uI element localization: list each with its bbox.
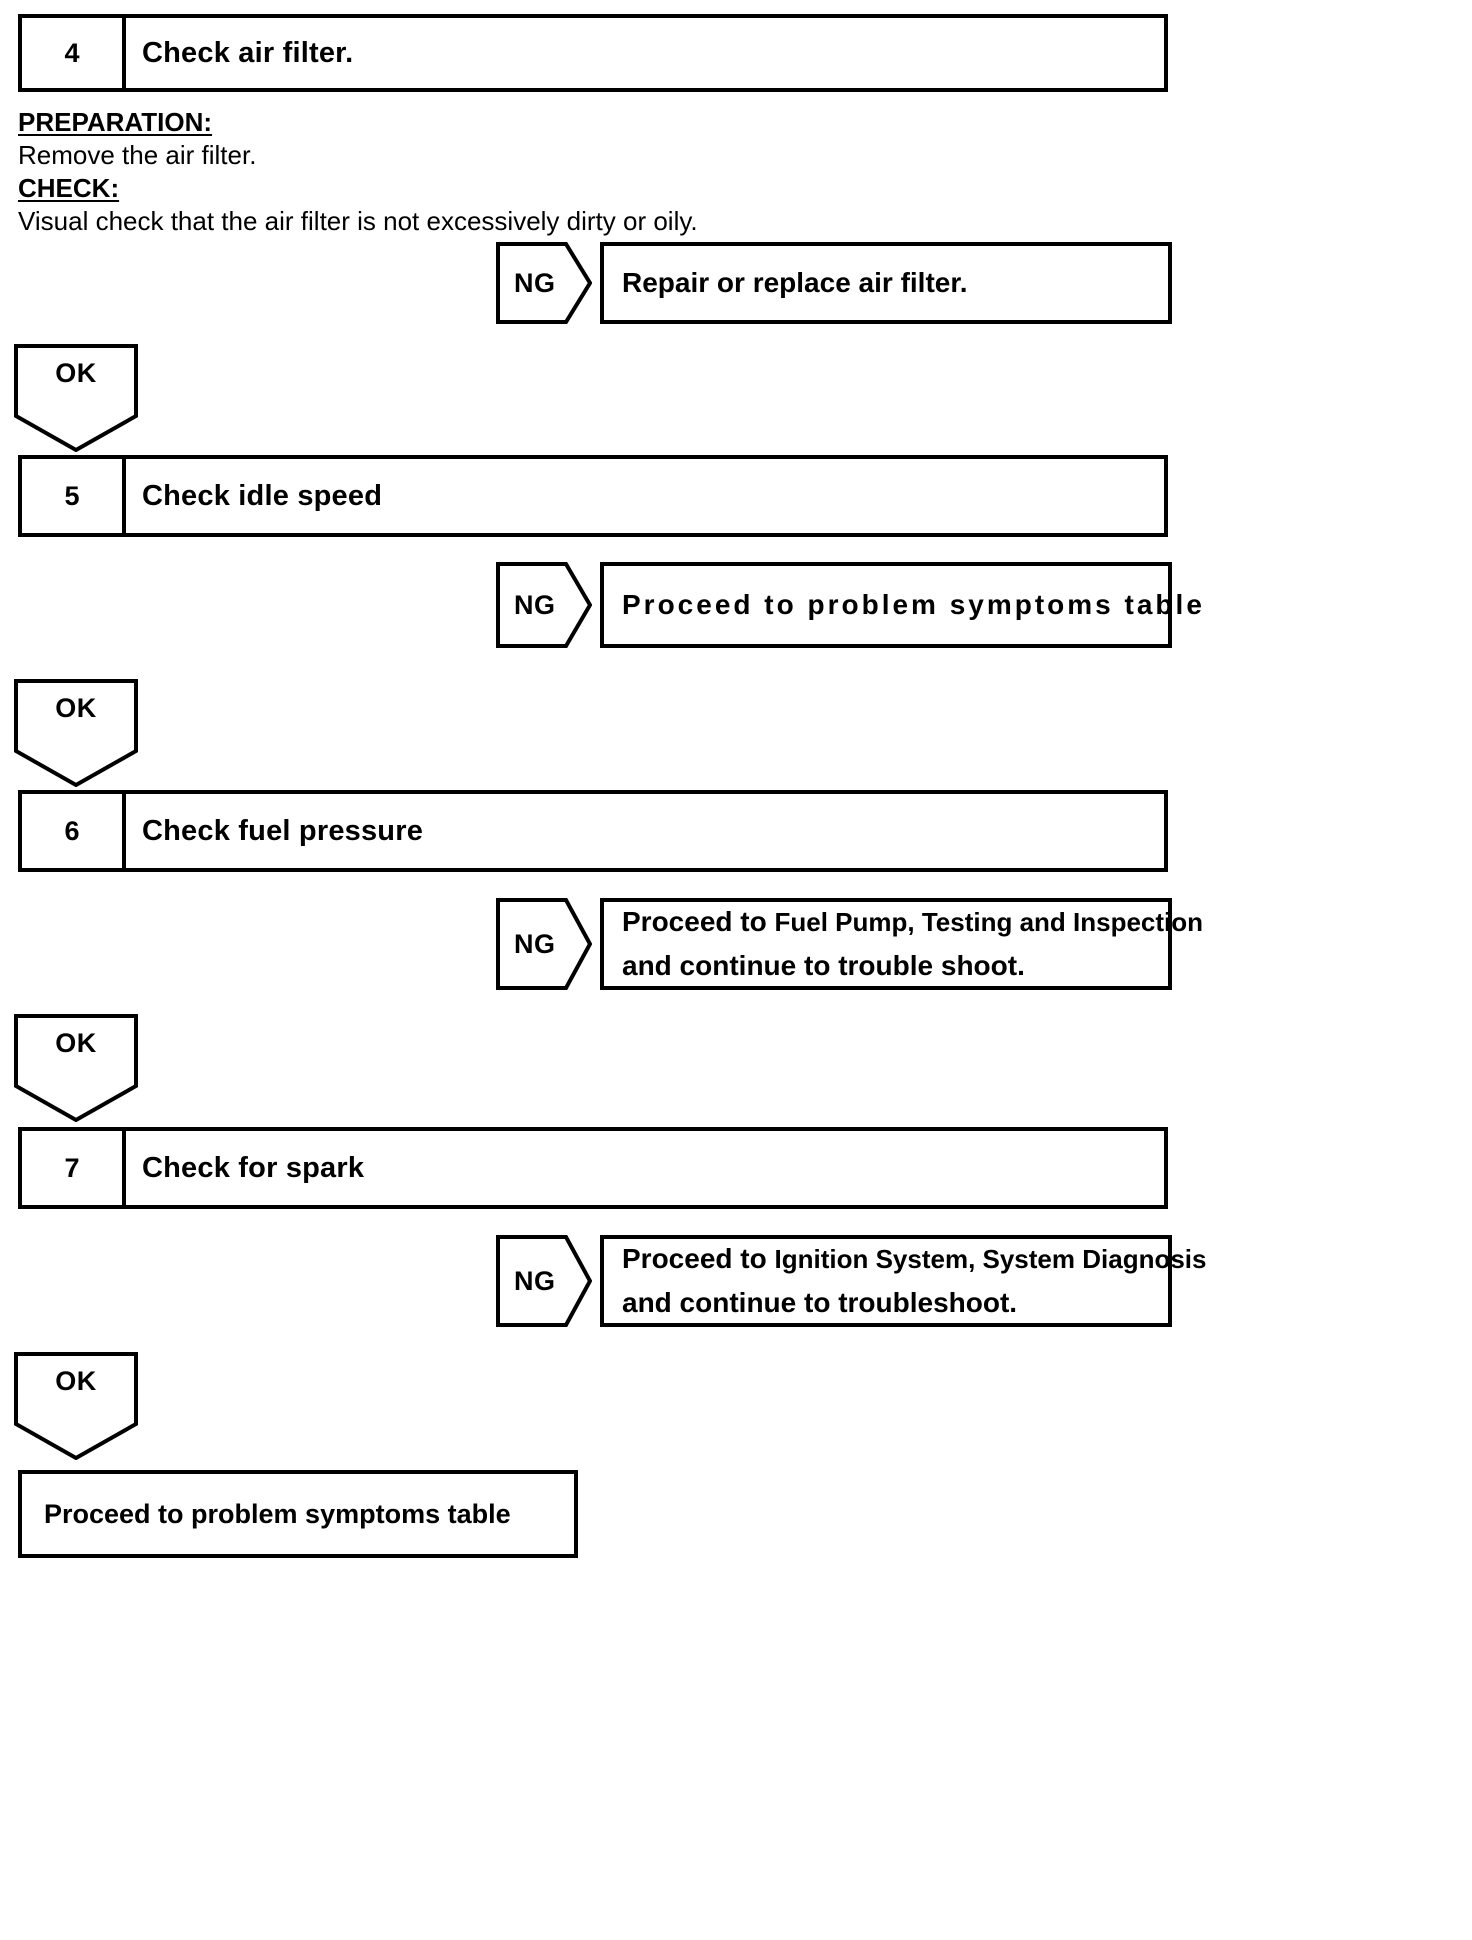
- ng-result-box-6: Proceed to Fuel Pump, Testing and Inspec…: [600, 898, 1203, 990]
- ng-arrow-icon-4: NG: [496, 242, 592, 324]
- ok-label-4: OK: [55, 358, 97, 388]
- step-box-7: 7 Check for spark: [18, 1127, 1168, 1209]
- ng-result-line-5-1: Proceed to problem symptoms table: [622, 589, 1205, 620]
- ng-arrow-icon-6: NG: [496, 898, 592, 990]
- ng-branch-6: NG Proceed to Fuel Pump, Testing and Ins…: [496, 898, 1203, 990]
- ng-branch-5: NG Proceed to problem symptoms table: [496, 562, 1205, 648]
- ng-branch-4: NG Repair or replace air filter.: [496, 242, 1172, 324]
- check-text: Visual check that the air filter is not …: [18, 206, 698, 236]
- ok-label-7: OK: [55, 1366, 97, 1396]
- ng-label-6: NG: [514, 928, 556, 959]
- ng-result-line-7-1: Proceed to Ignition System, System Diagn…: [622, 1237, 1206, 1281]
- ng-ref-7: Ignition System, System Diagnosis: [774, 1244, 1207, 1274]
- step-box-4: 4 Check air filter.: [18, 14, 1168, 92]
- ng-result-box-4: Repair or replace air filter.: [600, 242, 1172, 324]
- ng-result-box-5: Proceed to problem symptoms table: [600, 562, 1205, 648]
- ng-lead-6: Proceed to: [622, 906, 775, 937]
- ng-ref-6: Fuel Pump, Testing and Inspection: [774, 907, 1204, 937]
- ok-arrow-icon-7: OK: [14, 1352, 138, 1460]
- preparation-heading: PREPARATION:: [18, 107, 213, 137]
- ng-result-line-6-2: and continue to trouble shoot.: [622, 950, 1025, 981]
- ng-result-box-7: Proceed to Ignition System, System Diagn…: [600, 1235, 1206, 1327]
- step-title-5: Check idle speed: [142, 479, 383, 512]
- step-title-4: Check air filter.: [142, 36, 354, 69]
- ng-arrow-icon-7: NG: [496, 1235, 592, 1327]
- ng-lead-7: Proceed to: [622, 1243, 775, 1274]
- ng-branch-7: NG Proceed to Ignition System, System Di…: [496, 1235, 1206, 1327]
- ng-result-line-7-2: and continue to troubleshoot.: [622, 1287, 1018, 1318]
- check-heading: CHECK:: [18, 173, 120, 203]
- ok-arrow-icon-5: OK: [14, 679, 138, 787]
- ng-result-line-4-1: Repair or replace air filter.: [622, 267, 968, 298]
- ok-label-6: OK: [55, 1028, 97, 1058]
- step-number-5: 5: [22, 459, 126, 533]
- ng-result-line-6-1: Proceed to Fuel Pump, Testing and Inspec…: [622, 900, 1203, 944]
- final-result-box: Proceed to problem symptoms table: [18, 1470, 578, 1558]
- ng-label-4: NG: [514, 267, 556, 298]
- step-title-6: Check fuel pressure: [142, 814, 424, 847]
- step-box-5: 5 Check idle speed: [18, 455, 1168, 537]
- ng-arrow-icon-5: NG: [496, 562, 592, 648]
- step-box-6: 6 Check fuel pressure: [18, 790, 1168, 872]
- step-number-6: 6: [22, 794, 126, 868]
- step-title-7: Check for spark: [142, 1151, 365, 1184]
- ng-label-7: NG: [514, 1265, 556, 1296]
- ok-arrow-icon-6: OK: [14, 1014, 138, 1122]
- final-result-label: Proceed to problem symptoms table: [44, 1498, 511, 1529]
- ok-label-5: OK: [55, 693, 97, 723]
- step-number-4: 4: [22, 18, 126, 88]
- ok-arrow-icon-4: OK: [14, 344, 138, 452]
- ng-label-5: NG: [514, 589, 556, 620]
- preparation-text: Remove the air filter.: [18, 140, 257, 170]
- step-number-7: 7: [22, 1131, 126, 1205]
